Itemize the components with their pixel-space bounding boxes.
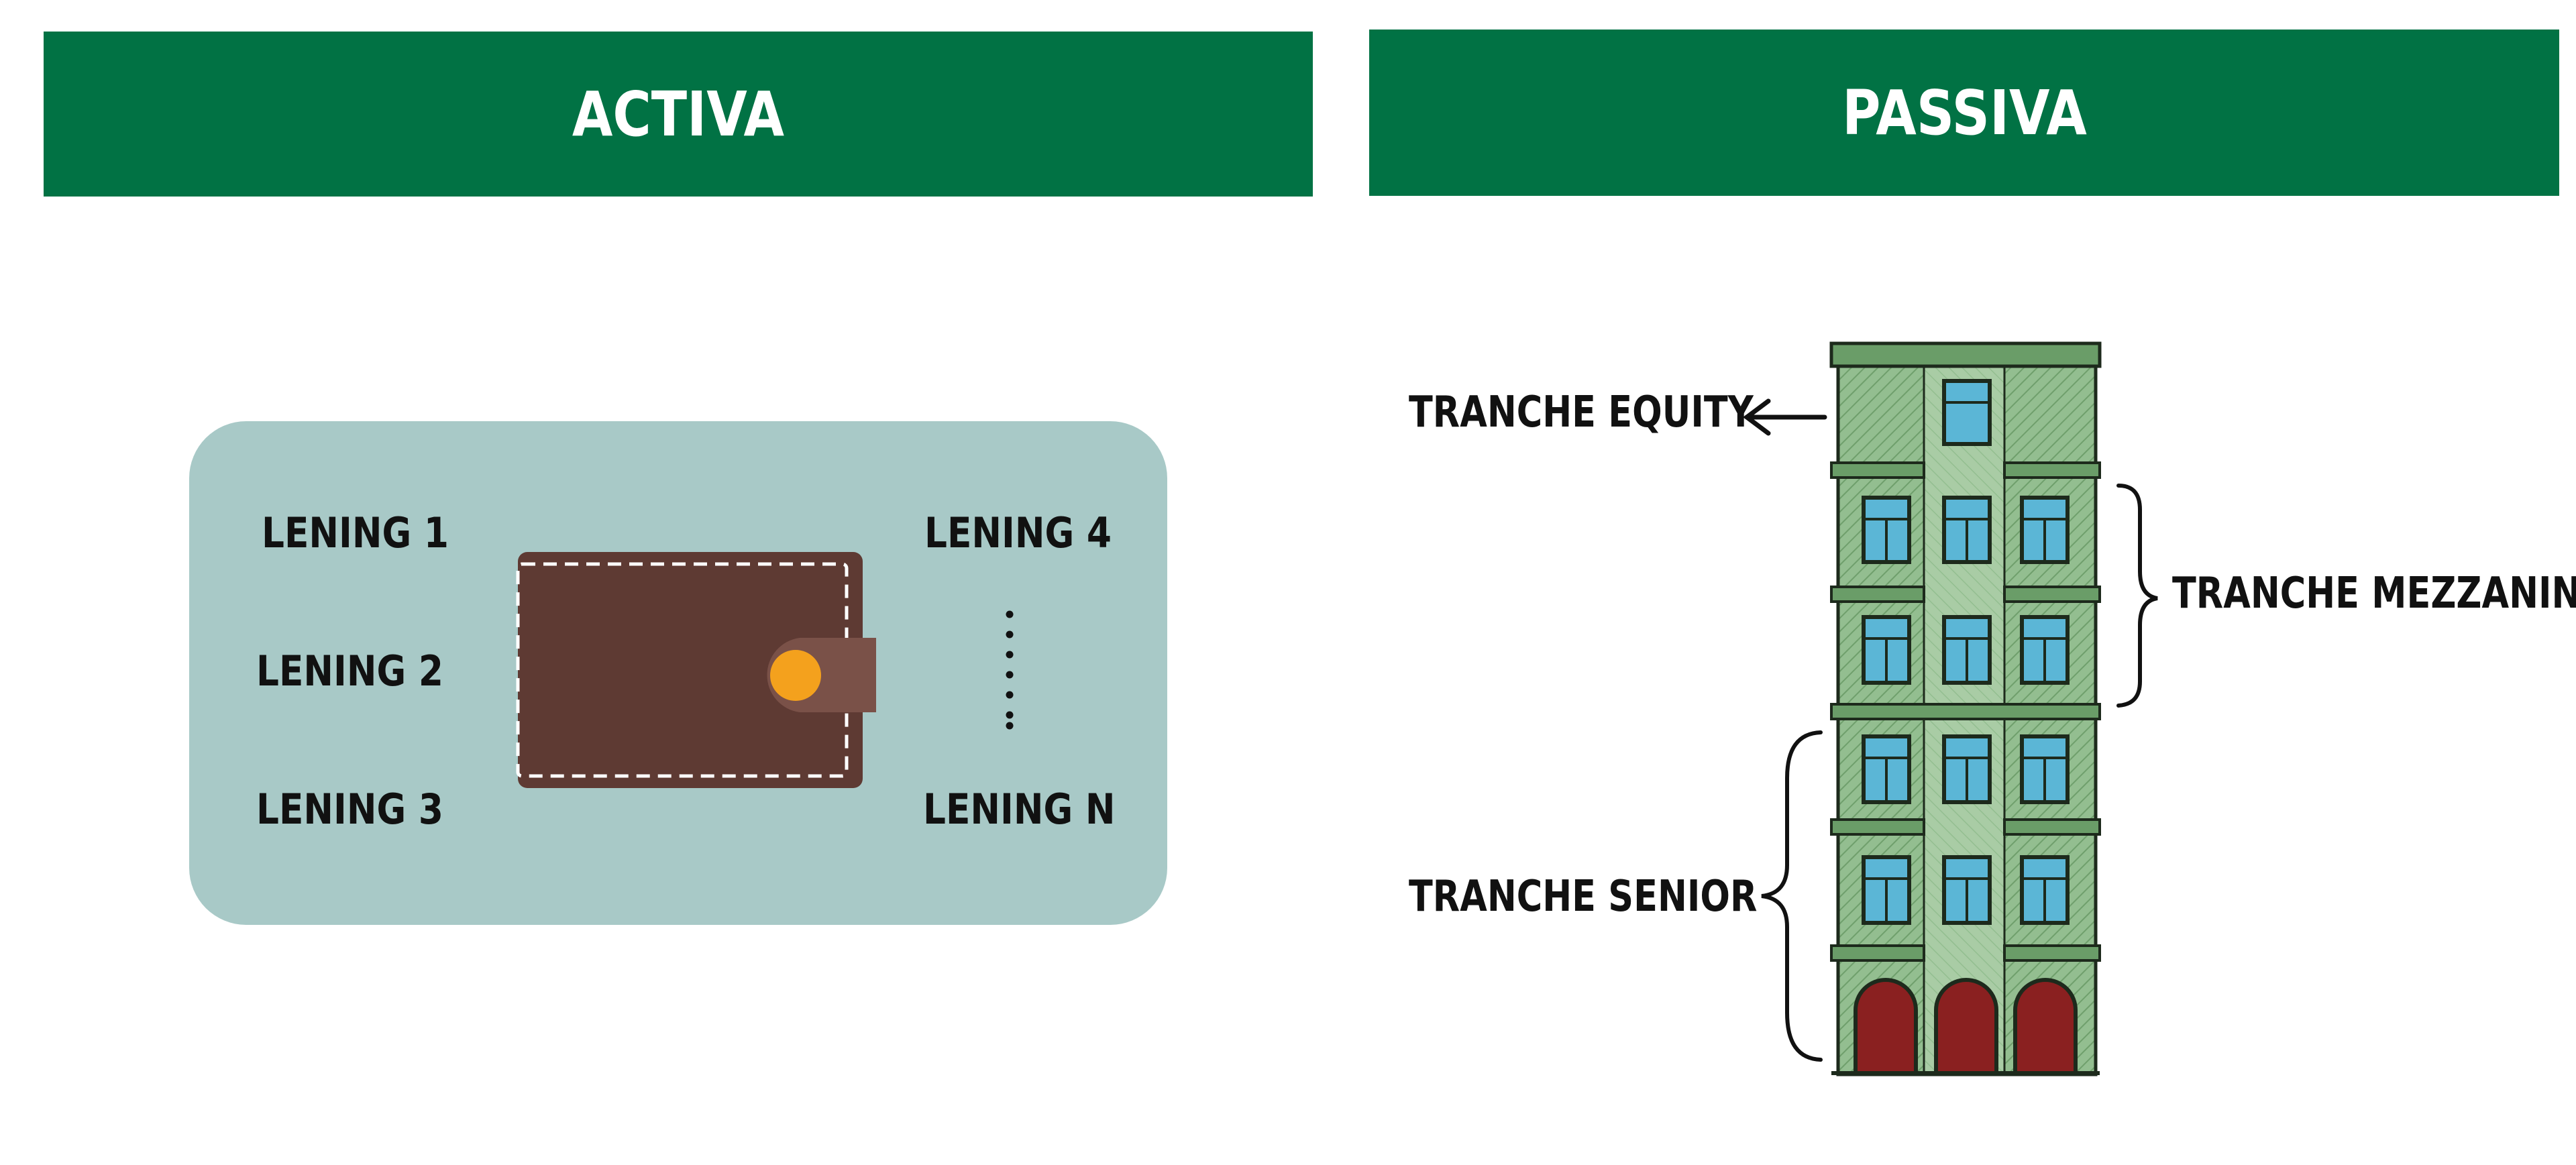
loan-label-n: LENING N <box>923 785 1116 834</box>
loan-label-3: LENING 3 <box>256 785 443 834</box>
loan-label-2: LENING 2 <box>256 647 443 696</box>
passiva-header: PASSIVA <box>1369 30 2559 196</box>
tranche-mezzanine-label: TRANCHE MEZZANINE <box>2172 569 2576 618</box>
loan-label-4: LENING 4 <box>924 508 1112 557</box>
loan-label-1: LENING 1 <box>262 508 449 557</box>
passiva-title: PASSIVA <box>1841 76 2087 149</box>
tranche-senior-label: TRANCHE SENIOR <box>1409 872 1758 922</box>
activa-title: ACTIVA <box>572 78 785 150</box>
tranche-equity-label: TRANCHE EQUITY <box>1409 388 1754 437</box>
activa-header: ACTIVA <box>44 32 1313 197</box>
mezzanine-brace <box>2116 484 2158 708</box>
